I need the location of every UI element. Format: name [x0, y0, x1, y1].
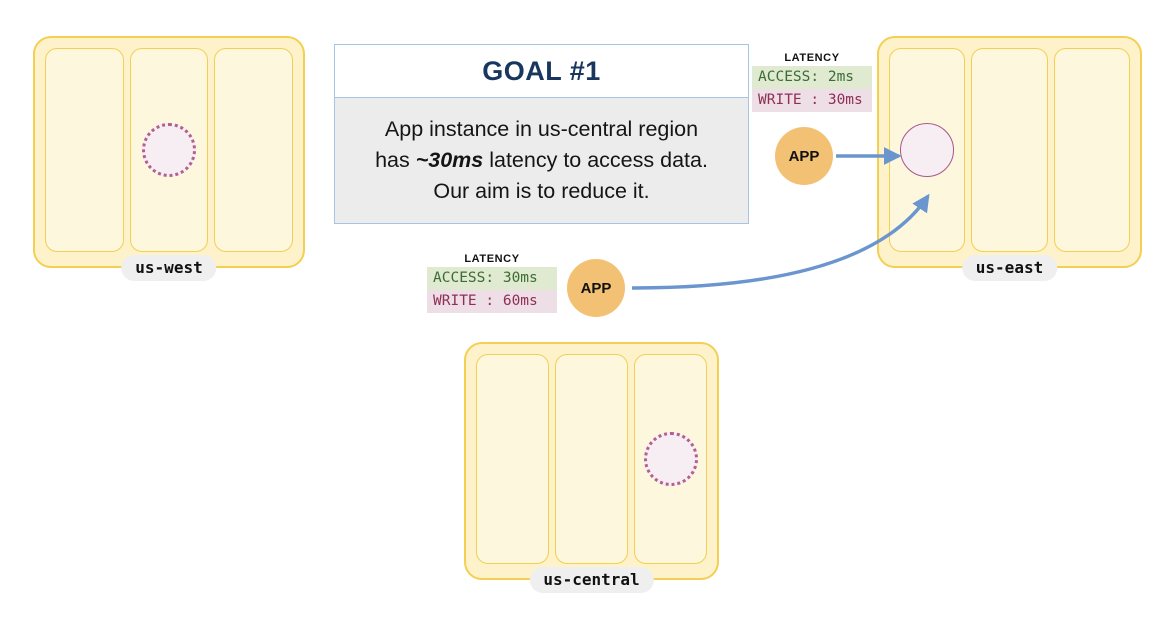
goal-card: GOAL #1 App instance in us-central regio… — [334, 44, 749, 224]
region-us-central-cells — [464, 342, 719, 580]
region-label-us-west: us-west — [121, 255, 217, 281]
region-us-west-cell-2 — [214, 48, 294, 252]
latency-title-us-central: LATENCY — [464, 253, 520, 265]
database-us-west — [142, 123, 196, 177]
region-us-west-cell-0 — [45, 48, 124, 252]
app-node-us-central-label: APP — [580, 279, 612, 297]
latency-write-row-us-east: WRITE : 30ms — [752, 89, 872, 113]
app-node-us-east[interactable]: APP — [775, 127, 833, 185]
region-us-central-cell-1 — [555, 354, 628, 564]
database-us-central — [643, 432, 698, 486]
region-us-east: us-east — [877, 36, 1142, 281]
goal-card-line-2: has ~30ms latency to access data. — [375, 145, 708, 176]
goal-card-line-2-post: latency to access data. — [483, 147, 708, 172]
goal-card-latency-emphasis: ~30ms — [415, 147, 484, 172]
latency-access-row-us-east: ACCESS: 2ms — [752, 66, 872, 90]
region-label-us-central: us-central — [529, 567, 654, 593]
region-us-central-cell-2 — [634, 354, 707, 564]
region-us-east-cells — [877, 36, 1142, 268]
goal-card-body: App instance in us-central region has ~3… — [335, 97, 748, 223]
latency-access-row-us-central: ACCESS: 30ms — [427, 267, 557, 291]
app-node-us-central[interactable]: APP — [567, 259, 625, 317]
goal-card-title: GOAL #1 — [482, 55, 601, 86]
database-us-east — [900, 123, 955, 177]
goal-card-line-3: Our aim is to reduce it. — [433, 179, 650, 204]
latency-table-us-east: LATENCY ACCESS: 2ms WRITE : 30ms — [752, 52, 872, 113]
goal-card-header: GOAL #1 — [335, 45, 748, 97]
latency-title-us-east: LATENCY — [784, 52, 840, 64]
latency-write-row-us-central: WRITE : 60ms — [427, 290, 557, 314]
region-us-east-cell-1 — [971, 48, 1048, 252]
goal-card-line-2-pre: has — [375, 147, 416, 172]
region-us-central-cell-0 — [476, 354, 549, 564]
region-us-west-cell-1 — [129, 48, 209, 252]
region-us-west-cells — [33, 36, 305, 268]
region-us-central: us-central — [464, 342, 719, 593]
region-us-east-cell-0 — [889, 48, 966, 252]
region-label-us-east: us-east — [961, 255, 1058, 281]
goal-card-line-1: App instance in us-central region — [384, 116, 699, 141]
region-us-east-cell-2 — [1053, 48, 1130, 252]
app-node-us-east-label: APP — [788, 147, 820, 165]
latency-table-us-central: LATENCY ACCESS: 30ms WRITE : 60ms — [427, 253, 557, 314]
region-us-west: us-west — [33, 36, 305, 281]
